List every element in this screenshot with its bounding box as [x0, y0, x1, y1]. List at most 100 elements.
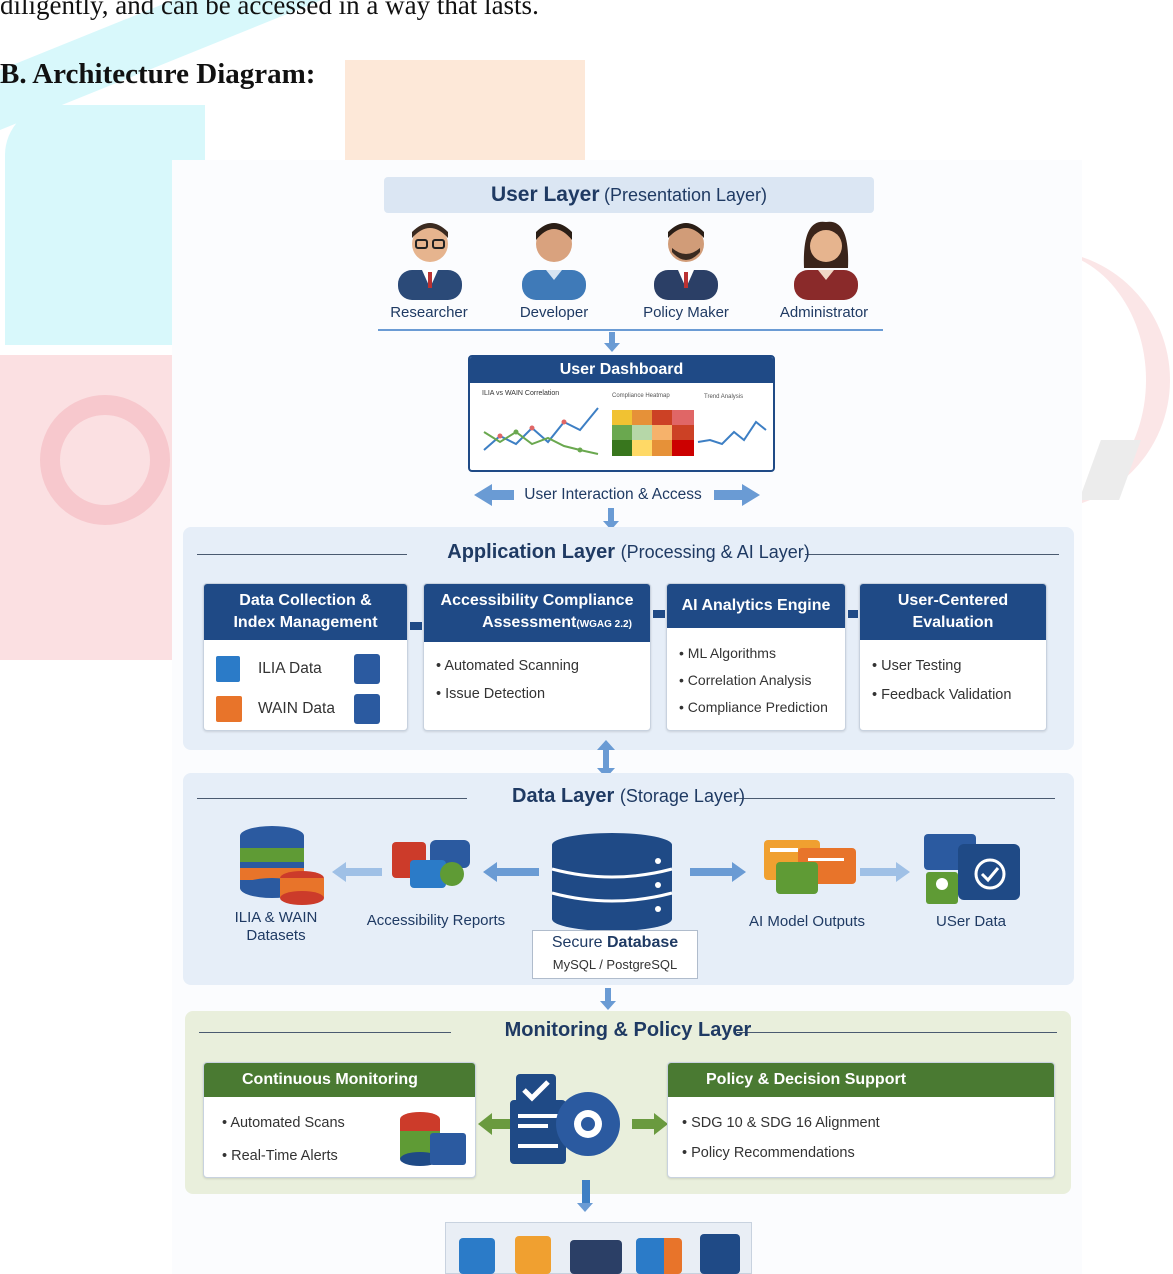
reports-icon — [392, 840, 470, 888]
arrow-left-to-reports — [483, 862, 539, 882]
user-data-label: USer Data — [935, 913, 1007, 930]
card-ai-analytics: AI Analytics Engine • ML Algorithms • Co… — [666, 583, 846, 731]
model-outputs-label: AI Model Outputs — [749, 913, 865, 930]
arrow-down-to-application — [603, 508, 619, 530]
chart-point — [529, 425, 535, 431]
person-label-developer: Developer — [519, 304, 589, 321]
arrow-down-to-toolbar — [577, 1180, 593, 1212]
card-title-suffix: (WGAG 2.2) — [576, 619, 632, 630]
bottom-multicolor-icon — [636, 1238, 682, 1274]
user-dashboard: User Dashboard ILIA vs WAIN Correlation … — [468, 355, 775, 472]
db-sub: MySQL / PostgreSQL — [552, 957, 678, 972]
policy-maker-avatar — [654, 223, 718, 300]
arrow-to-policy-card — [632, 1113, 668, 1135]
bullet-ml-algorithms: • ML Algorithms — [679, 645, 776, 661]
chart-point — [577, 447, 583, 453]
user-avatars — [398, 221, 858, 300]
bottom-orange-icon — [515, 1236, 551, 1274]
card-title-line2: Assessment — [482, 614, 577, 631]
chart-point — [513, 429, 519, 435]
reports-label: Accessibility Reports — [366, 912, 506, 929]
bullet-real-time-alerts: • Real-Time Alerts — [222, 1148, 338, 1164]
dashboard-title: User Dashboard — [470, 357, 773, 383]
interaction-label: User Interaction & Access — [524, 486, 702, 503]
person-label-administrator: Administrator — [779, 304, 869, 321]
connector — [410, 622, 422, 630]
bullet-policy-recommendations: • Policy Recommendations — [682, 1145, 855, 1161]
monitoring-layer-title: Monitoring & Policy Layer — [504, 1019, 752, 1041]
dashboard-chart3-label: Trend Analysis — [704, 394, 744, 400]
db-prefix: Secure — [551, 934, 607, 951]
dashboard-chart2-label: Compliance Heatmap — [612, 393, 670, 399]
user-layer-banner: User Layer (Presentation Layer) — [384, 177, 874, 213]
ilia-data-icon — [216, 656, 240, 682]
document-icon — [354, 654, 380, 684]
watermark-pink-circle — [40, 395, 170, 525]
person-label-researcher: Researcher — [390, 304, 468, 321]
card-title-line1: Data Collection & — [239, 592, 372, 609]
dashboard-line-chart — [483, 407, 599, 455]
researcher-avatar — [398, 223, 462, 300]
arrow-app-data-bidirectional — [597, 740, 615, 778]
ilia-data-label: ILIA Data — [258, 660, 322, 677]
bullet-issue-detection: • Issue Detection — [436, 686, 546, 702]
policy-decision-title: Policy & Decision Support — [668, 1063, 1054, 1097]
body-text-fragment: diligently, and can be accessed in a way… — [0, 0, 539, 20]
bullet-feedback-validation: • Feedback Validation — [872, 687, 1012, 703]
arrow-down-to-monitoring — [600, 988, 616, 1010]
card-continuous-monitoring: Continuous Monitoring • Automated Scans … — [203, 1062, 476, 1178]
bullet-automated-scans: • Automated Scans — [222, 1115, 345, 1131]
connector — [653, 610, 665, 618]
user-layer-subtitle: (Presentation Layer) — [603, 185, 768, 205]
arrow-down-to-dashboard — [604, 332, 620, 352]
datasets-icon — [240, 826, 324, 905]
document-icon — [354, 694, 380, 724]
database-label-box: Secure Database MySQL / PostgreSQL — [532, 930, 698, 979]
database-icon — [551, 833, 673, 931]
chart-point — [561, 419, 567, 425]
bullet-automated-scanning: • Automated Scanning — [436, 658, 579, 674]
watermark-orange-shape — [345, 60, 585, 170]
card-title-line1: AI Analytics Engine — [667, 584, 845, 628]
arrow-left-to-datasets — [332, 862, 382, 882]
wain-data-label: WAIN Data — [258, 700, 335, 717]
application-layer-title: Application Layer — [447, 541, 616, 563]
card-title-line1: User-Centered — [897, 592, 1009, 609]
dashboard-chart1-label: ILIA vs WAIN Correlation — [482, 390, 560, 397]
wain-data-icon — [216, 696, 242, 722]
bullet-user-testing: • User Testing — [872, 658, 962, 674]
user-data-icon — [924, 834, 1020, 904]
watermark-cyan-shape — [5, 105, 205, 345]
administrator-avatar — [794, 221, 858, 300]
arrow-to-monitoring-card — [478, 1113, 514, 1135]
person-label-policy-maker: Policy Maker — [643, 304, 729, 321]
bullet-compliance-prediction: • Compliance Prediction — [679, 699, 828, 715]
arrow-right-to-userdata — [860, 862, 910, 882]
bullet-correlation-analysis: • Correlation Analysis — [679, 672, 812, 688]
continuous-monitoring-title: Continuous Monitoring — [204, 1063, 475, 1097]
bottom-blue-icon — [459, 1238, 495, 1274]
user-layer-title: User Layer — [490, 183, 600, 206]
card-title-line2: Evaluation — [912, 614, 994, 631]
section-heading: B. Architecture Diagram: — [0, 58, 316, 90]
interaction-double-arrow — [474, 484, 760, 506]
separator-line-user — [378, 329, 883, 331]
bottom-briefcase-icon — [570, 1240, 622, 1274]
monitoring-database-icon — [400, 1112, 466, 1166]
chart-point — [497, 433, 503, 439]
policy-gear-icon — [510, 1074, 620, 1164]
db-bold: Database — [606, 934, 679, 951]
card-title-line1: Accessibility Compliance — [440, 592, 634, 609]
application-layer-subtitle: (Processing & AI Layer) — [620, 542, 810, 562]
connector — [848, 610, 858, 618]
data-layer-subtitle: (Storage Layer) — [619, 786, 745, 806]
card-policy-decision-support: Policy & Decision Support • SDG 10 & SDG… — [667, 1062, 1055, 1178]
developer-avatar — [522, 223, 586, 300]
model-outputs-icon — [764, 840, 856, 894]
data-layer-title: Data Layer — [512, 785, 615, 807]
dashboard-heatmap — [612, 410, 694, 456]
arrow-right-to-outputs — [690, 862, 746, 882]
